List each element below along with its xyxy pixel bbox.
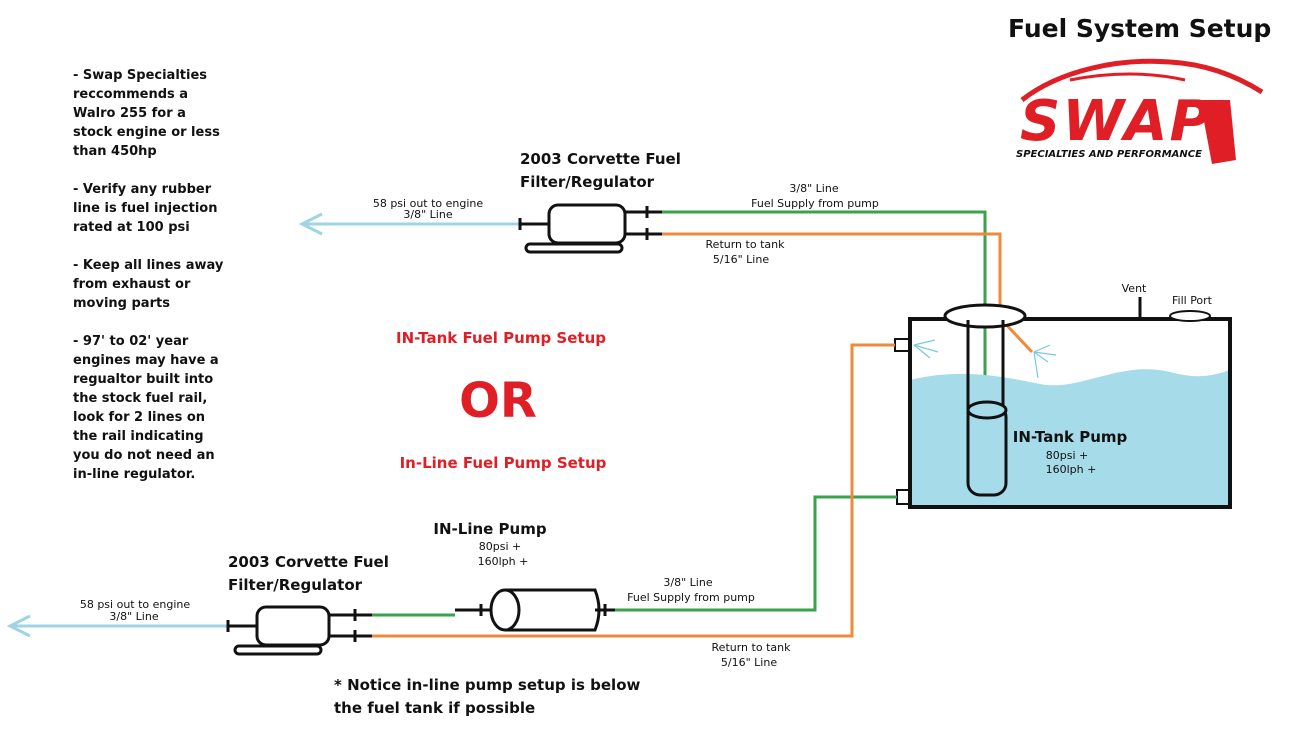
in-line-pump [455,588,615,632]
out-label: 58 psi out to engine [80,598,191,611]
supply-label: 3/8" Line [663,576,712,589]
notes-list: - Swap Specialties reccommends a Walro 2… [73,66,243,503]
logo-word: SWAP [1020,89,1213,154]
tank-return-fitting [894,338,910,352]
bottom-note: the fuel tank if possible [334,699,535,717]
pump-spec: 80psi + [479,540,521,553]
swap-logo: SWAP SPECIALTIES AND PERFORMANCE [1016,58,1264,164]
regulator-bottom [226,605,372,656]
supply-line-top [662,210,987,410]
bottom-note: * Notice in-line pump setup is below [334,676,640,694]
pump-spec: 160lph + [478,555,529,568]
supply-line-bottom [615,495,897,612]
supply-label: 3/8" Line [789,182,838,195]
return-line-top [662,232,1034,354]
supply-label: Fuel Supply from pump [627,591,755,604]
fuel-tank [894,297,1232,509]
in-line-heading: In-Line Fuel Pump Setup [400,454,607,472]
note-item: - Verify any rubber line is fuel injecti… [73,182,218,235]
return-label: 5/16" Line [721,656,777,669]
return-label: Return to tank [706,238,786,251]
return-label: Return to tank [712,641,792,654]
out-label: 58 psi out to engine [373,197,484,210]
note-item: - Swap Specialties reccommends a Walro 2… [73,68,220,159]
logo-tagline: SPECIALTIES AND PERFORMANCE [1016,149,1202,160]
note-item: - Keep all lines away from exhaust or mo… [73,258,224,311]
regulator-top [518,203,662,254]
fill-port-label: Fill Port [1172,294,1213,307]
pump-spec: 80psi + [1046,449,1088,462]
supply-label: Fuel Supply from pump [751,197,879,210]
regulator-label: Filter/Regulator [520,173,655,191]
arrow-left-icon [298,212,323,236]
pump-spec: 160lph + [1046,463,1097,476]
tank-outlet-fitting [896,489,910,505]
page-title: Fuel System Setup [1008,14,1272,43]
in-line-pump-label: IN-Line Pump [433,520,546,538]
or-text: OR [459,373,537,429]
spray-mark [913,339,1057,379]
note-item: - 97' to 02' year engines may have a reg… [73,334,219,482]
regulator-label: 2003 Corvette Fuel [520,150,681,168]
regulator-label: 2003 Corvette Fuel [228,553,389,571]
out-label: 3/8" Line [403,208,452,221]
return-label: 5/16" Line [713,253,769,266]
in-tank-heading: IN-Tank Fuel Pump Setup [396,329,606,347]
in-tank-pump-label: IN-Tank Pump [1013,428,1128,446]
fill-port-cap [1169,310,1211,322]
return-line-bottom [372,343,895,638]
arrow-left-icon [6,614,31,638]
regulator-label: Filter/Regulator [228,576,363,594]
out-label: 3/8" Line [109,610,158,623]
vent-label: Vent [1122,282,1147,295]
